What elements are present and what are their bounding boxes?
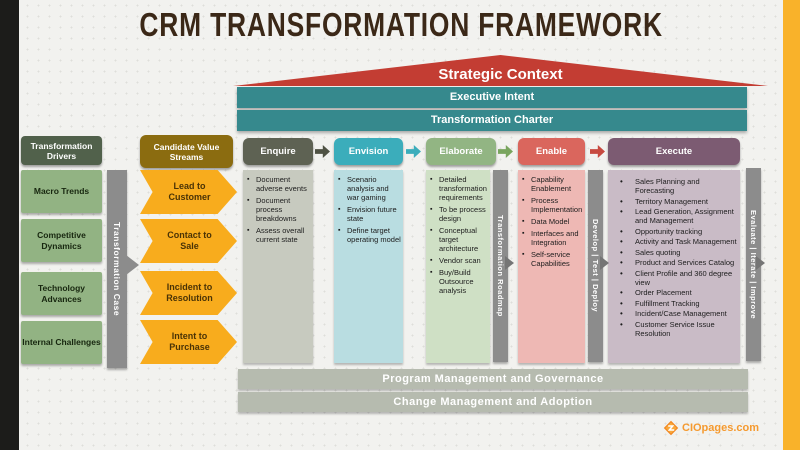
transformation-roadmap-bar: Transformation Roadmap xyxy=(493,170,508,362)
left-edge-strip xyxy=(0,0,19,450)
phase-header-execute: Execute xyxy=(608,138,740,165)
phase-body-elaborate: Detailed transformation requirements To … xyxy=(426,170,490,363)
execute-bullet-list: Sales Planning and Forecasting Territory… xyxy=(608,170,740,338)
bullet-item: Data Model xyxy=(520,217,583,226)
bullet-item: Document process breakdowns xyxy=(245,196,311,223)
driver-macro-trends: Macro Trends xyxy=(21,170,102,213)
value-streams-header: Candidate Value Streams xyxy=(140,135,233,168)
bullet-item: Sales quoting xyxy=(610,248,738,257)
driver-internal-challenges: Internal Challenges xyxy=(21,321,102,364)
executive-intent-bar: Executive Intent xyxy=(237,87,747,108)
stream-intent-to-purchase: Intent to Purchase xyxy=(140,320,237,364)
envision-bullet-list: Scenario analysis and war gaming Envisio… xyxy=(334,170,403,244)
phase-body-enable: Capability Enablement Process Implementa… xyxy=(518,170,585,363)
bullet-item: Client Profile and 360 degree view xyxy=(610,269,738,287)
bullet-item: Self-service Capabilities xyxy=(520,250,583,268)
transformation-charter-bar: Transformation Charter xyxy=(237,110,747,131)
roadmap-arrow-icon xyxy=(505,256,514,270)
bullet-item: Detailed transformation requirements xyxy=(428,175,488,202)
develop-arrow-icon xyxy=(600,256,609,270)
phase-body-enquire: Document adverse events Document process… xyxy=(243,170,313,363)
bullet-item: Opportunity tracking xyxy=(610,227,738,236)
evaluate-arrow-icon xyxy=(756,256,765,270)
phase-body-envision: Scenario analysis and war gaming Envisio… xyxy=(334,170,403,363)
right-edge-strip xyxy=(783,0,800,450)
driver-competitive-dynamics: Competitive Dynamics xyxy=(21,219,102,262)
ciopages-logo[interactable]: CIOpages.com xyxy=(663,420,759,436)
driver-technology-advances: Technology Advances xyxy=(21,272,102,315)
phase-header-enable: Enable xyxy=(518,138,585,165)
bullet-item: Define target operating model xyxy=(336,226,401,244)
bullet-item: Assess overall current state xyxy=(245,226,311,244)
transformation-case-bar: Transformation Case xyxy=(107,170,127,368)
transformation-drivers-header: Transformation Drivers xyxy=(21,136,102,165)
bullet-item: Capability Enablement xyxy=(520,175,583,193)
strategic-context-label: Strategic Context xyxy=(438,66,563,83)
page-title-text: CRM TRANSFORMATION FRAMEWORK xyxy=(139,6,663,43)
enable-bullet-list: Capability Enablement Process Implementa… xyxy=(518,170,585,268)
enquire-bullet-list: Document adverse events Document process… xyxy=(243,170,313,244)
phase-header-enquire: Enquire xyxy=(243,138,313,165)
bullet-item: Territory Management xyxy=(610,197,738,206)
bullet-item: Customer Service Issue Resolution xyxy=(610,320,738,338)
bullet-item: Envision future state xyxy=(336,205,401,223)
arrow-envision-to-elaborate-icon xyxy=(406,145,421,158)
stream-contact-to-sale: Contact to Sale xyxy=(140,219,237,263)
evaluate-iterate-improve-bar: Evaluate | Iterate | Improve xyxy=(746,168,761,361)
bullet-item: Order Placement xyxy=(610,288,738,297)
bullet-item: Incident/Case Management xyxy=(610,309,738,318)
bullet-item: Conceptual target architecture xyxy=(428,226,488,253)
ciopages-logo-icon xyxy=(663,420,679,436)
stream-lead-to-customer: Lead to Customer xyxy=(140,170,237,214)
bullet-item: Sales Planning and Forecasting xyxy=(610,177,738,195)
strategic-context-roof: Strategic Context xyxy=(233,55,768,86)
bullet-item: Lead Generation, Assignment and Manageme… xyxy=(610,207,738,225)
phase-body-execute: Sales Planning and Forecasting Territory… xyxy=(608,170,740,363)
bullet-item: Activity and Task Management xyxy=(610,237,738,246)
ciopages-logo-text[interactable]: CIOpages.com xyxy=(682,422,760,434)
bullet-item: Document adverse events xyxy=(245,175,311,193)
stream-incident-to-resolution: Incident to Resolution xyxy=(140,271,237,315)
program-management-bar: Program Management and Governance xyxy=(238,369,748,389)
arrow-elaborate-to-enable-icon xyxy=(498,145,513,158)
bullet-item: Scenario analysis and war gaming xyxy=(336,175,401,202)
bullet-item: Vendor scan xyxy=(428,256,488,265)
develop-test-deploy-bar: Develop | Test | Deploy xyxy=(588,170,603,362)
change-management-bar: Change Management and Adoption xyxy=(238,392,748,412)
transformation-case-arrow-icon xyxy=(126,255,139,275)
bullet-item: Buy/Build Outsource analysis xyxy=(428,268,488,295)
bullet-item: Interfaces and Integration xyxy=(520,229,583,247)
arrow-enquire-to-envision-icon xyxy=(315,145,330,158)
arrow-enable-to-execute-icon xyxy=(590,145,605,158)
bullet-item: To be process design xyxy=(428,205,488,223)
bullet-item: Product and Services Catalog xyxy=(610,258,738,267)
bullet-item: Process Implementation xyxy=(520,196,583,214)
phase-header-envision: Envision xyxy=(334,138,403,165)
elaborate-bullet-list: Detailed transformation requirements To … xyxy=(426,170,490,295)
phase-header-elaborate: Elaborate xyxy=(426,138,496,165)
page-title: CRM TRANSFORMATION FRAMEWORK xyxy=(19,6,783,44)
bullet-item: Fulfillment Tracking xyxy=(610,299,738,308)
